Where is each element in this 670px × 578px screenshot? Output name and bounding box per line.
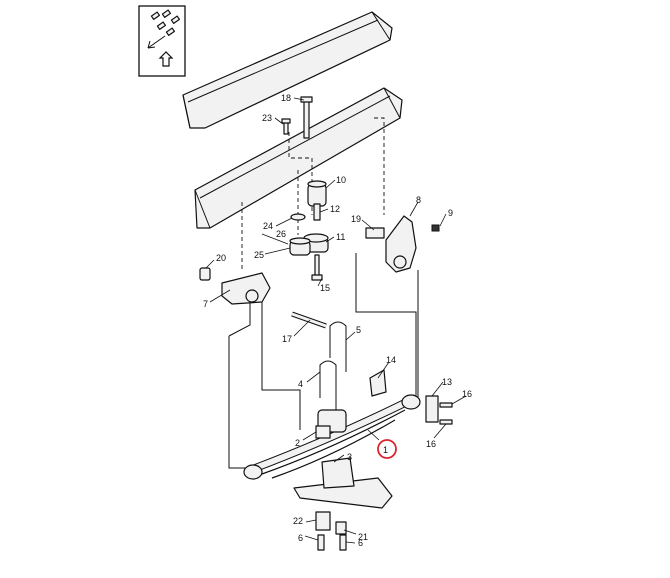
callout-15: 15 (320, 283, 330, 293)
callout-6b: 6 (358, 538, 363, 548)
callout-13: 13 (442, 377, 452, 387)
callout-2: 2 (295, 438, 300, 448)
rear-shackle-bracket (365, 215, 417, 273)
callout-1: 1 (383, 445, 388, 455)
callout-11: 11 (336, 232, 345, 242)
highlight-circle (377, 439, 397, 459)
callout-16a: 16 (462, 389, 472, 399)
frame-rail-upper (182, 11, 393, 129)
callout-7: 7 (203, 299, 208, 309)
assembly-leader-lines (228, 253, 419, 469)
callout-4: 4 (298, 379, 303, 389)
axle-seat-clamp (293, 395, 439, 535)
callout-8: 8 (416, 195, 421, 205)
callout-20: 20 (216, 253, 226, 263)
rubber-bumper-assembly (289, 180, 329, 256)
leaf-spring (243, 394, 421, 480)
callout-24: 24 (263, 221, 273, 231)
callout-26: 26 (276, 229, 286, 239)
callout-23: 23 (262, 113, 272, 123)
orientation-arrow-icon (138, 5, 186, 77)
callout-10: 10 (336, 175, 346, 185)
callout-6a: 6 (298, 533, 303, 543)
front-spring-hanger (199, 267, 271, 305)
callout-18: 18 (281, 93, 291, 103)
callout-14: 14 (386, 355, 396, 365)
callout-9: 9 (448, 208, 453, 218)
callout-25: 25 (254, 250, 264, 260)
bolts (281, 96, 453, 551)
callout-19: 19 (351, 214, 361, 224)
callout-17: 17 (282, 334, 292, 344)
callout-5: 5 (356, 325, 361, 335)
callout-3: 3 (347, 452, 352, 462)
callout-21: 21 (358, 532, 368, 542)
callout-leaders (205, 97, 467, 544)
callout-labels: 1 2 3 4 5 6 6 7 8 9 10 11 12 13 14 15 16… (203, 93, 472, 548)
callout-22: 22 (293, 516, 303, 526)
u-bolts (319, 321, 387, 410)
callout-16b: 16 (426, 439, 436, 449)
callout-12: 12 (330, 204, 340, 214)
